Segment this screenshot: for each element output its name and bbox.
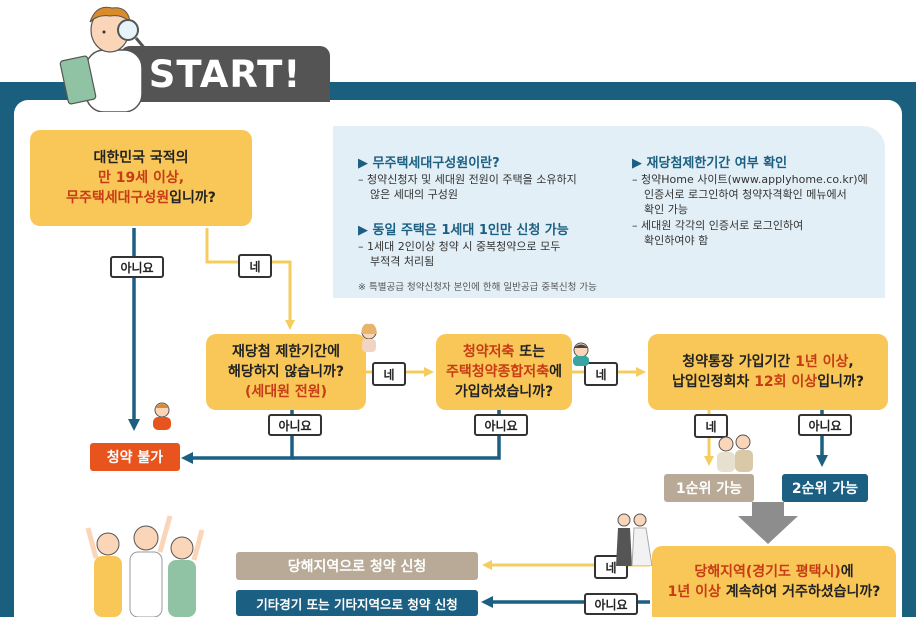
info-homeless-heading: ▶ 무주택세대구성원이란? — [358, 156, 500, 171]
q3-line1-highlight: 청약저축 — [462, 344, 515, 360]
q1-line3-highlight: 무주택세대구성원 — [66, 190, 170, 206]
person-woman-illustration — [361, 323, 377, 352]
info-panel — [333, 126, 885, 298]
info-rewin-text-2: 인증서로 로그인하여 청약자격확인 메뉴에서 — [644, 188, 847, 201]
person-magnifier-illustration — [59, 6, 148, 112]
q1-line1: 대한민국 국적의 — [93, 150, 189, 166]
person-red-illustration — [153, 402, 171, 430]
info-note: ※ 특별공급 청약신청자 본인에 한해 일반공급 중복신청 가능 — [358, 282, 597, 293]
tag-yes-q1: 네 — [238, 254, 272, 278]
q3-line2-highlight: 주택청약종합저축 — [446, 364, 550, 380]
cheering-people-illustration — [85, 515, 205, 617]
q4-line2-b: 입니까? — [817, 374, 864, 390]
q4-line1-highlight: 1년 이상 — [795, 354, 849, 370]
elderly-couple-illustration — [717, 434, 753, 472]
q2-line1: 재당첨 제한기간에 — [232, 344, 340, 360]
q4-line2-a: 납입인정회차 — [672, 374, 755, 390]
tag-yes-q4: 네 — [694, 414, 728, 438]
tag-no-q2: 아니요 — [268, 414, 322, 436]
q4-line1-b: , — [848, 354, 854, 370]
down-arrow-rank-to-q5 — [738, 502, 798, 544]
result-other-region-application: 기타경기 또는 기타지역으로 청약 신청 — [236, 590, 478, 616]
q3-line3: 가입하셨습니까? — [454, 384, 554, 400]
q1-line2: 만 19세 이상, — [97, 170, 185, 186]
tag-yes-q3: 네 — [584, 362, 618, 386]
tag-no-q5: 아니요 — [584, 593, 638, 615]
no-arrow-q3-reject — [292, 410, 501, 460]
tag-no-q1: 아니요 — [110, 256, 164, 278]
person-glasses-illustration — [573, 342, 589, 366]
question-subscription-period: 청약통장 가입기간 1년 이상, 납입인정회차 12회 이상입니까? — [648, 334, 888, 410]
result-local-application: 당해지역으로 청약 신청 — [236, 552, 478, 580]
question-residency: 당해지역(경기도 평택시)에 1년 이상 계속하여 거주하셨습니까? — [652, 546, 896, 617]
info-rewin-text-4: – 세대원 각각의 인증서로 로그인하여 — [632, 219, 804, 232]
start-label: START! — [148, 52, 302, 96]
info-rewin-text-5: 확인하여야 함 — [644, 234, 709, 247]
info-rewin-text-3: 확인 가능 — [644, 203, 688, 216]
q1-line3-rest: 입니까? — [169, 190, 216, 206]
info-homeless-text-2: 않은 세대의 구성원 — [370, 188, 458, 201]
start-tab: START! — [120, 46, 330, 102]
info-homeless-text-1: – 청약신청자 및 세대원 전원이 주택을 소유하지 — [358, 173, 577, 186]
result-not-allowed: 청약 불가 — [90, 443, 180, 471]
q5-line1-highlight: 당해지역(경기도 평택시) — [694, 563, 841, 580]
q2-line2: 해당하지 않습니까? — [227, 364, 345, 380]
question-eligibility: 대한민국 국적의 만 19세 이상, 무주택세대구성원입니까? — [30, 130, 252, 226]
q5-line2-highlight: 1년 이상 — [667, 583, 721, 600]
result-rank2: 2순위 가능 — [782, 474, 868, 502]
q4-line2-highlight: 12회 이상 — [754, 374, 818, 390]
q5-line2-rest: 계속하여 거주하셨습니까? — [720, 583, 881, 600]
q2-line3: (세대원 전원) — [244, 384, 328, 400]
question-rewin-restriction: 재당첨 제한기간에 해당하지 않습니까? (세대원 전원) — [206, 334, 366, 410]
tag-no-q4: 아니요 — [798, 414, 852, 436]
info-rewin-text-1: – 청약Home 사이트(www.applyhome.co.kr)에 — [632, 173, 868, 186]
question-savings-account: 청약저축 또는 주택청약종합저축에 가입하셨습니까? — [436, 334, 572, 410]
info-one-per-household-heading: ▶ 동일 주택은 1세대 1인만 신청 가능 — [358, 223, 569, 238]
tag-no-q3: 아니요 — [474, 414, 528, 436]
info-rewin-heading: ▶ 재당첨제한기간 여부 확인 — [632, 156, 788, 171]
q3-line1-rest: 또는 — [514, 344, 546, 360]
tag-yes-q2: 네 — [372, 362, 406, 386]
q3-line2-rest: 에 — [549, 364, 562, 380]
info-one-per-household-text-1: – 1세대 2인이상 청약 시 중복청약으로 모두 — [358, 240, 561, 253]
result-rank1: 1순위 가능 — [664, 474, 754, 502]
q4-line1-a: 청약통장 가입기간 — [682, 354, 796, 370]
wedding-couple-illustration — [616, 513, 653, 566]
q5-line1-rest: 에 — [840, 563, 854, 580]
info-one-per-household-text-2: 부적격 처리됨 — [370, 255, 435, 268]
